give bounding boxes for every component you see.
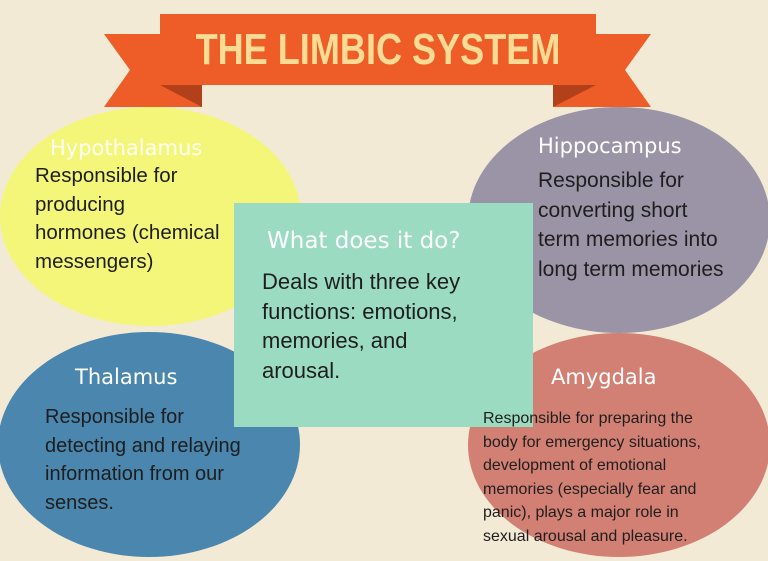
amygdala-heading: Amygdala (551, 365, 657, 389)
thalamus-heading: Thalamus (75, 365, 178, 389)
amygdala-description: Responsible for preparing the body for e… (483, 410, 701, 545)
thalamus-description: Responsible for detecting and relaying i… (45, 406, 241, 514)
ribbon-band (160, 14, 596, 85)
ribbon-right-fold (553, 85, 596, 107)
hypothalamus-description: Responsible for producing hormones (chem… (35, 164, 220, 273)
center-box (234, 203, 533, 427)
center-heading: What does it do? (267, 228, 461, 254)
title-ribbon (104, 14, 651, 107)
hippocampus-heading: Hippocampus (538, 134, 682, 158)
hypothalamus-heading: Hypothalamus (50, 136, 203, 160)
center-description: Deals with three key functions: emotions… (262, 269, 461, 383)
hippocampus-description: Responsible for converting short term me… (538, 169, 724, 281)
ribbon-left-fold (160, 85, 202, 107)
page-title: THE LIMBIC SYSTEM (195, 24, 561, 74)
